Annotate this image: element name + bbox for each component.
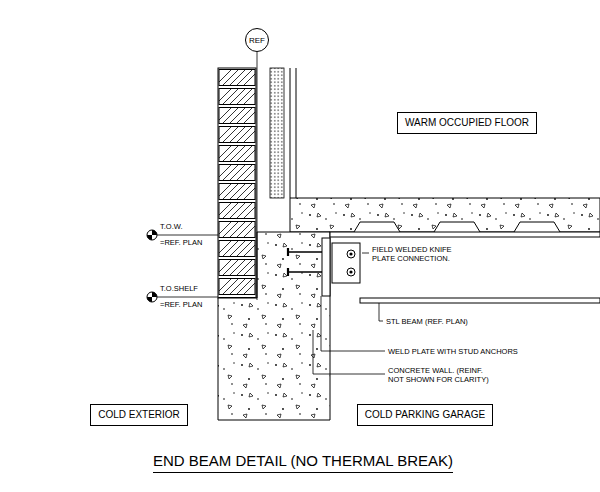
drawing-title: END BEAM DETAIL (NO THERMAL BREAK) <box>153 451 453 473</box>
callout-note: FIELD WELDED KNIFE PLATE CONNECTION. <box>372 245 467 263</box>
leader-line <box>379 303 383 321</box>
floor-slab <box>290 198 600 232</box>
insulation <box>270 68 284 198</box>
bolt <box>349 252 352 255</box>
zone-label-box: COLD PARKING GARAGE <box>357 404 493 426</box>
concrete-wall <box>218 232 330 420</box>
interior-wall <box>270 68 296 198</box>
zone-label: REF <box>249 36 265 45</box>
leader-line <box>321 296 385 351</box>
brick-veneer <box>218 68 256 298</box>
slab-on-deck <box>290 198 600 232</box>
zone-label-box: COLD EXTERIOR <box>90 404 188 426</box>
brick-wall <box>218 68 256 298</box>
zone-label: COLD EXTERIOR <box>98 409 180 420</box>
stud-heads <box>287 248 289 276</box>
zone-label: WARM OCCUPIED FLOOR <box>405 117 529 128</box>
bolt <box>349 270 352 273</box>
leader-line <box>362 253 369 254</box>
level-note: =REF. PLAN <box>160 238 202 247</box>
bolt <box>347 250 355 258</box>
bottom-flange <box>360 298 600 303</box>
knife-plate <box>332 243 360 283</box>
steel-beam <box>288 232 600 303</box>
reference-line <box>257 52 258 300</box>
top-flange <box>330 232 600 237</box>
zone-label-box: WARM OCCUPIED FLOOR <box>397 112 537 134</box>
callout-note: STL BEAM (REF. PLAN) <box>386 317 468 326</box>
stud-anchors <box>288 252 322 272</box>
leader-line <box>313 330 385 374</box>
stud-lines <box>290 68 296 198</box>
level-markers <box>147 230 218 302</box>
bolt <box>347 268 355 276</box>
zone-label: COLD PARKING GARAGE <box>365 409 485 420</box>
weld-plate <box>322 238 330 296</box>
level-label: T.O.SHELF <box>160 284 198 293</box>
wall-section <box>218 232 330 420</box>
level-note: =REF. PLAN <box>160 300 202 309</box>
reference-bubble: REF <box>245 28 269 52</box>
level-label: T.O.W. <box>160 222 183 231</box>
callout-note: WELD PLATE WITH STUD ANCHORS <box>388 347 518 356</box>
callout-note: CONCRETE WALL. (REINF. NOT SHOWN FOR CLA… <box>388 366 500 384</box>
leader-lines <box>257 52 385 374</box>
